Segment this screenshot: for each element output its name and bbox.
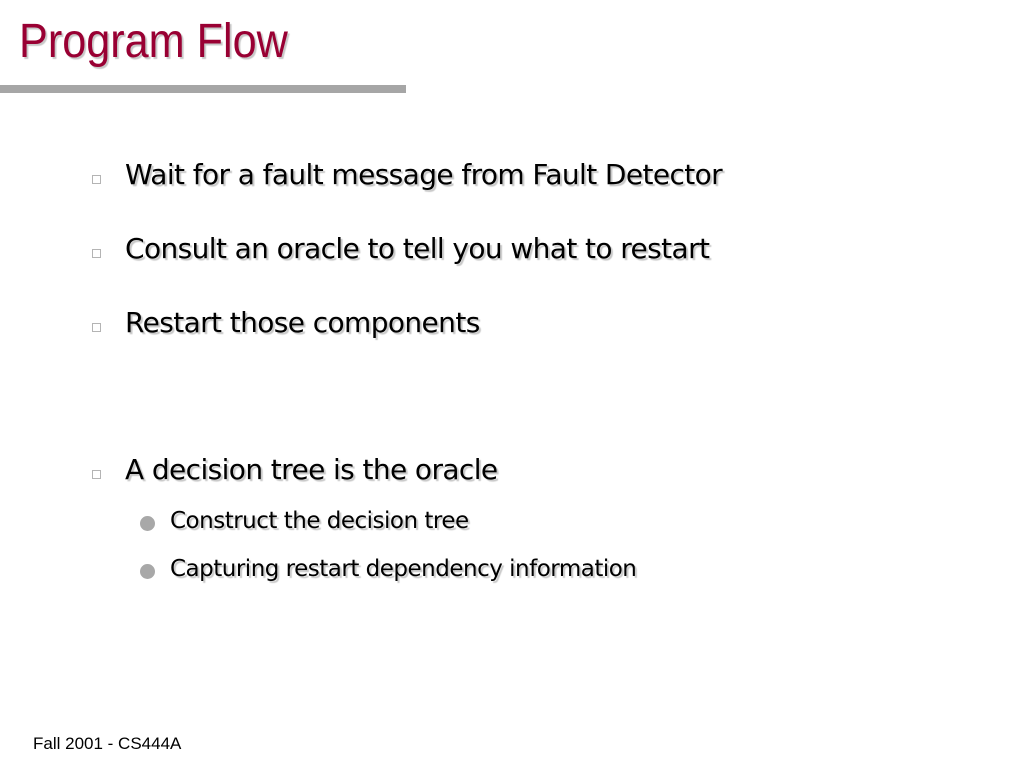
slide-title: Program Flow (19, 15, 288, 68)
hollow-square-icon (92, 469, 101, 479)
slide-footer: Fall 2001 - CS444A (33, 734, 182, 753)
hollow-square-icon (92, 248, 101, 258)
bullet-text: Restart those components (125, 306, 480, 339)
hollow-square-icon (92, 174, 101, 184)
hollow-square-icon (92, 322, 101, 332)
bullet-item: A decision tree is the oracle (90, 452, 498, 488)
bullet-item: Wait for a fault message from Fault Dete… (90, 157, 723, 193)
title-underline-rule (0, 85, 406, 93)
bullet-item: Consult an oracle to tell you what to re… (90, 231, 710, 267)
bullet-text: A decision tree is the oracle (125, 453, 498, 486)
bullet-text: Consult an oracle to tell you what to re… (125, 232, 710, 265)
bullet-text: Wait for a fault message from Fault Dete… (125, 158, 723, 191)
sub-bullet-item: Capturing restart dependency information (140, 554, 637, 584)
sub-bullet-text: Construct the decision tree (170, 508, 469, 534)
sub-bullet-text: Capturing restart dependency information (170, 556, 637, 582)
filled-circle-icon (140, 515, 155, 531)
sub-bullet-item: Construct the decision tree (140, 506, 469, 536)
bullet-item: Restart those components (90, 305, 480, 341)
filled-circle-icon (140, 563, 155, 579)
